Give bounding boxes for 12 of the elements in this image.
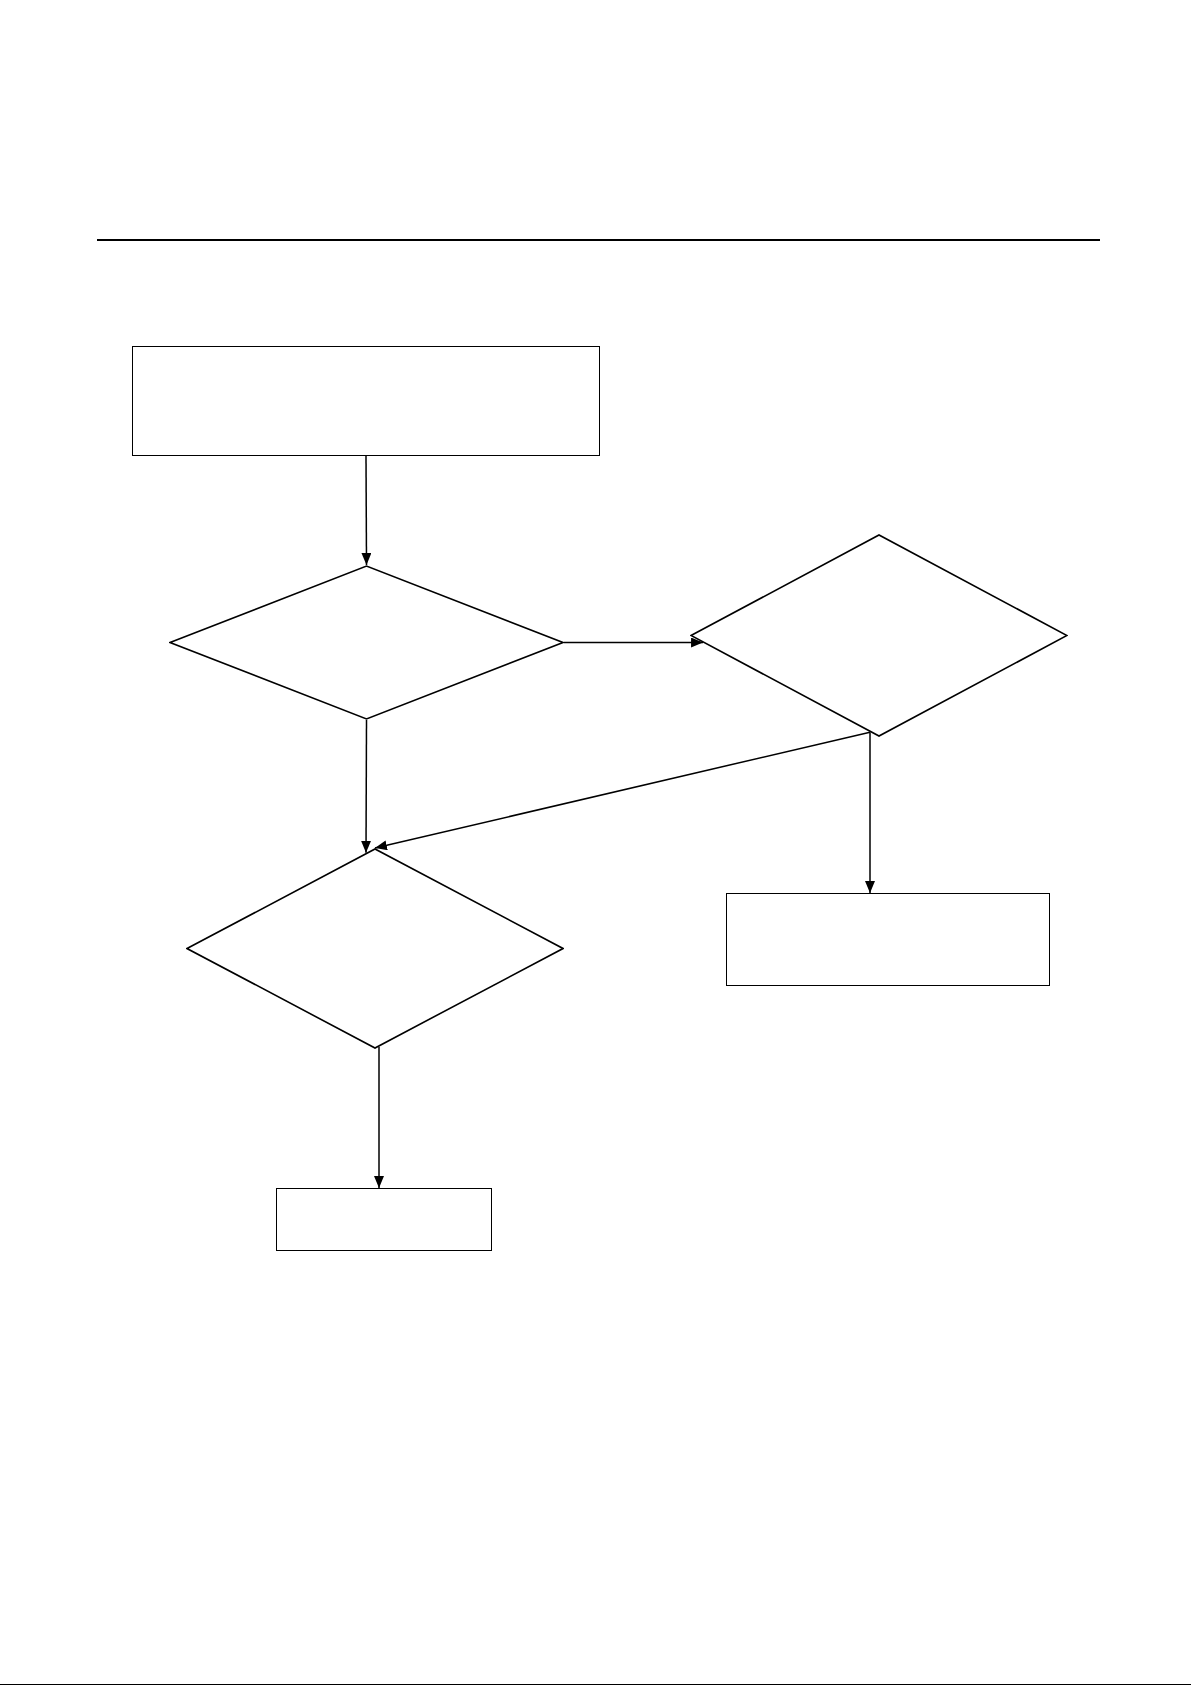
arrow	[563, 637, 704, 648]
process-box	[726, 893, 1050, 986]
arrow	[361, 719, 372, 854]
decision-diamond	[186, 848, 564, 1049]
arrow	[374, 731, 871, 851]
arrow	[865, 731, 875, 894]
arrow	[361, 455, 372, 566]
decision-diamond	[690, 534, 1068, 737]
decision-diamond	[169, 565, 564, 720]
arrow	[374, 1046, 384, 1189]
process-box	[276, 1188, 492, 1251]
process-box	[132, 346, 600, 456]
